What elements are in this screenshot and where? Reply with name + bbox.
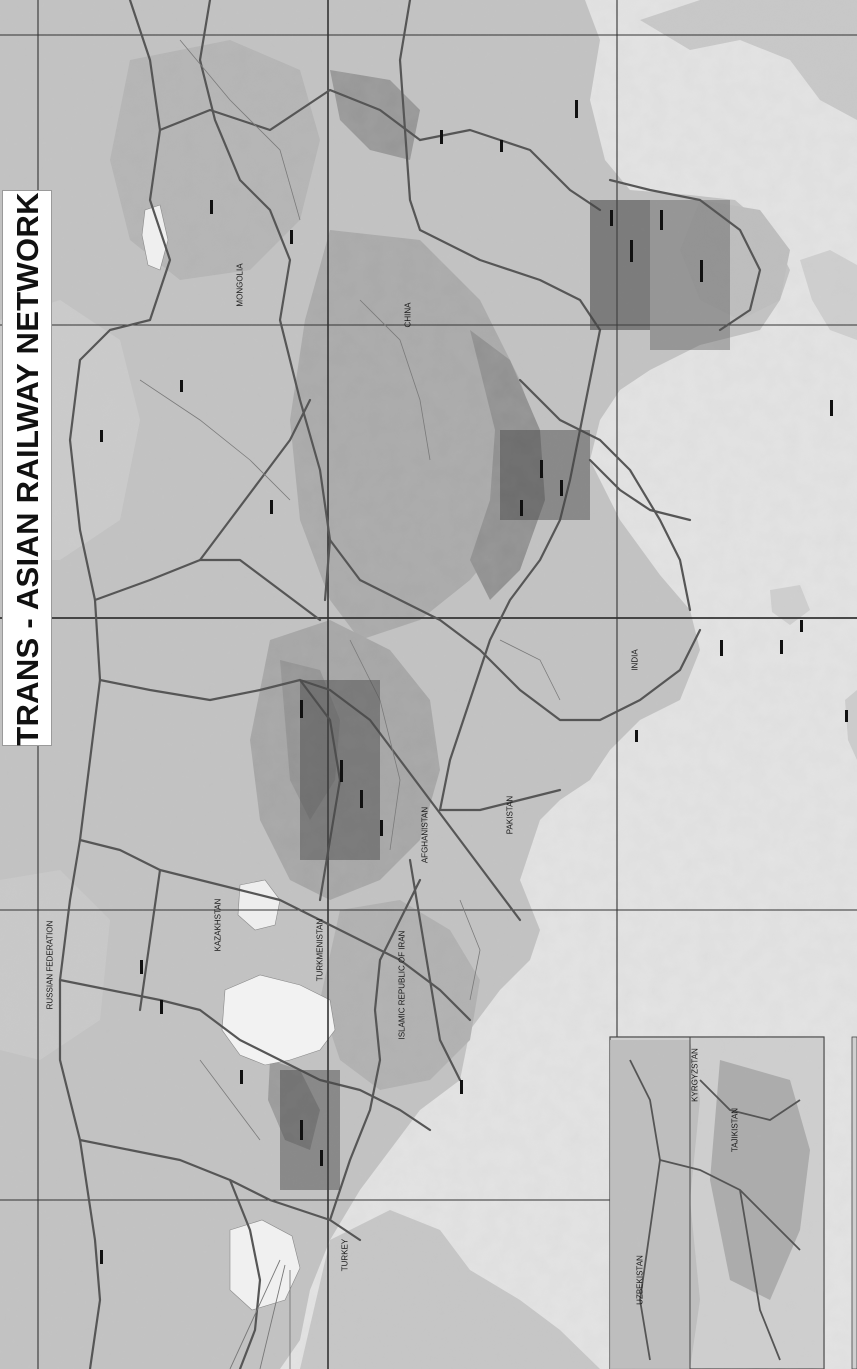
country-label-turkmenistan: TURKMENISTAN — [315, 918, 325, 982]
city-marker — [660, 210, 663, 230]
city-marker — [290, 230, 293, 244]
city-marker — [360, 790, 363, 808]
country-label-china: CHINA — [403, 302, 413, 328]
city-marker — [845, 710, 848, 722]
city-marker — [100, 1250, 103, 1264]
city-marker — [700, 260, 703, 282]
city-marker — [780, 640, 783, 654]
city-marker — [800, 620, 803, 632]
city-marker — [500, 140, 503, 152]
inset-map-edge — [851, 1036, 857, 1369]
country-label-pakistan: PAKISTAN — [505, 795, 515, 835]
country-label-tajikistan: TAJIKISTAN — [730, 1107, 740, 1153]
city-marker — [300, 1120, 303, 1140]
city-marker — [630, 240, 633, 262]
city-marker — [560, 480, 563, 496]
city-marker — [575, 100, 578, 118]
city-marker — [540, 460, 543, 478]
city-marker — [140, 960, 143, 974]
city-marker — [460, 1080, 463, 1094]
country-label-kazakhstan: KAZAKHSTAN — [213, 898, 223, 952]
country-label-iran: ISLAMIC REPUBLIC OF IRAN — [397, 930, 407, 1040]
station-clusters — [280, 200, 730, 1190]
city-marker — [380, 820, 383, 836]
city-marker — [610, 210, 613, 226]
caspian-sea — [221, 974, 336, 1066]
country-label-turkey: TURKEY — [340, 1238, 350, 1272]
city-marker — [720, 640, 723, 656]
city-marker — [270, 500, 273, 514]
lake-balkhash — [141, 204, 169, 271]
city-marker — [180, 380, 183, 392]
country-label-mongolia: MONGOLIA — [235, 263, 245, 307]
city-marker — [160, 1000, 163, 1014]
city-marker — [240, 1070, 243, 1084]
black-sea — [229, 1219, 301, 1311]
sea-routes — [229, 1259, 291, 1369]
country-label-afghanistan: AFGHANISTAN — [420, 806, 430, 864]
country-label-india: INDIA — [630, 649, 640, 671]
railway-lines — [58, 0, 762, 1369]
city-marker — [520, 500, 523, 516]
city-marker — [300, 700, 303, 718]
city-marker — [320, 1150, 323, 1166]
city-marker — [210, 200, 213, 214]
city-marker — [340, 760, 343, 782]
country-label-russian-federation: RUSSIAN FEDERATION — [45, 920, 55, 1010]
city-marker — [635, 730, 638, 742]
country-label-uzbekistan: UZBEKISTAN — [635, 1255, 645, 1305]
city-marker — [830, 400, 833, 416]
inset-map — [609, 1036, 825, 1369]
city-marker — [100, 430, 103, 442]
border-lines — [139, 39, 561, 1141]
city-marker — [440, 130, 443, 144]
map-title: TRANS - ASIAN RAILWAY NETWORK — [10, 192, 45, 746]
country-label-kyrgyzstan: KYRGYZSTAN — [690, 1048, 700, 1102]
map-title-box: TRANS - ASIAN RAILWAY NETWORK — [2, 190, 52, 746]
